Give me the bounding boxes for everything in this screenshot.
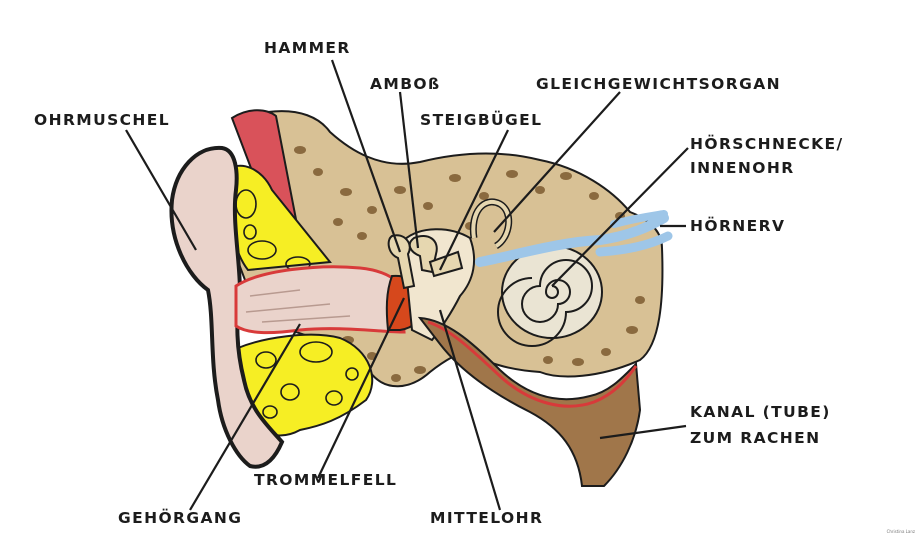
- label-hoernerv: HÖRNERV: [690, 216, 785, 236]
- label-kanal-line1: KANAL (TUBE): [690, 402, 831, 422]
- label-kanal-line2: ZUM RACHEN: [690, 428, 821, 448]
- label-trommelfell: TROMMELFELL: [254, 470, 397, 490]
- label-mittelohr: MITTELOHR: [430, 508, 543, 528]
- label-ohrmuschel: OHRMUSCHEL: [34, 110, 170, 130]
- label-amboss: AMBOß: [370, 74, 441, 94]
- label-gehoergang: GEHÖRGANG: [118, 508, 242, 528]
- label-gleichgewichtsorgan: GLEICHGEWICHTSORGAN: [536, 74, 781, 94]
- ear-canal: [236, 267, 404, 333]
- label-hoerschnecke-line2: INNENOHR: [690, 158, 795, 178]
- artist-credit: Christina Lanz: [887, 529, 915, 534]
- label-hammer: HAMMER: [264, 38, 351, 58]
- label-steigbuegel: STEIGBÜGEL: [420, 110, 542, 130]
- label-hoerschnecke-line1: HÖRSCHNECKE/: [690, 134, 844, 154]
